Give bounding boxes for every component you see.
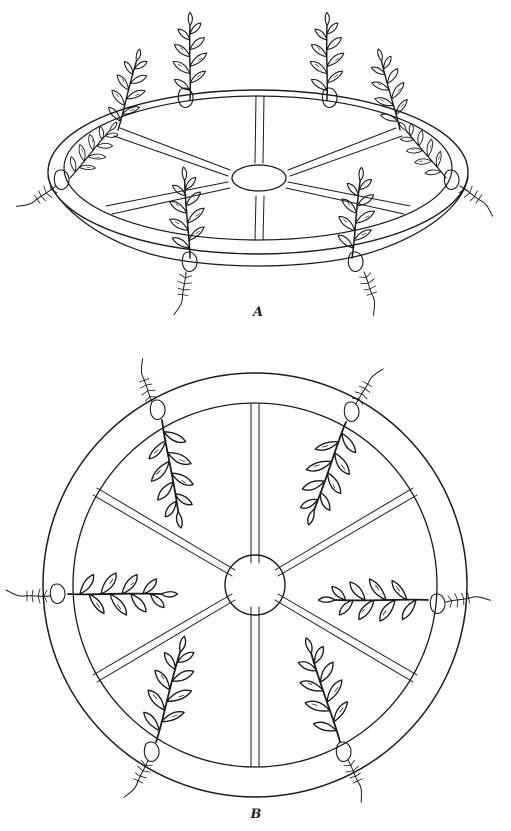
tuber xyxy=(144,742,159,761)
plant-cutting-icon xyxy=(319,579,429,621)
wheel-hub xyxy=(225,555,285,615)
tuber xyxy=(430,594,445,613)
tuber xyxy=(336,742,351,761)
plant-cutting-icon xyxy=(68,573,178,615)
wheel-hub xyxy=(232,165,286,191)
root-icon xyxy=(350,362,384,407)
plant-cutting-icon xyxy=(335,165,379,259)
panel-b: B xyxy=(6,358,491,822)
plant-cutting-icon xyxy=(363,45,416,134)
tuber xyxy=(150,400,165,419)
tuber xyxy=(322,88,337,107)
tuber xyxy=(344,402,359,421)
panel-label: B xyxy=(250,807,262,822)
wheel-spokes xyxy=(106,96,410,240)
wheel-spokes xyxy=(93,404,417,767)
root-icon xyxy=(173,271,193,317)
root-icon xyxy=(130,358,158,404)
plant-cutting-icon xyxy=(136,631,205,748)
plant-cutting-icon xyxy=(286,631,360,748)
root-icon xyxy=(16,180,60,217)
wheel-rim xyxy=(43,373,467,797)
panel-label: A xyxy=(251,305,263,320)
panel-a: A xyxy=(16,12,500,320)
tuber xyxy=(348,252,363,271)
plant-cutting-icon xyxy=(310,12,344,100)
plant-cutting-icon xyxy=(173,12,207,100)
root-icon xyxy=(123,757,154,803)
tuber xyxy=(50,584,65,603)
wheel-rim xyxy=(48,90,468,266)
root-icon xyxy=(357,270,385,316)
plant-cutting-icon xyxy=(141,416,201,531)
root-icon xyxy=(456,180,500,217)
plant-cutting-icon xyxy=(166,166,207,259)
